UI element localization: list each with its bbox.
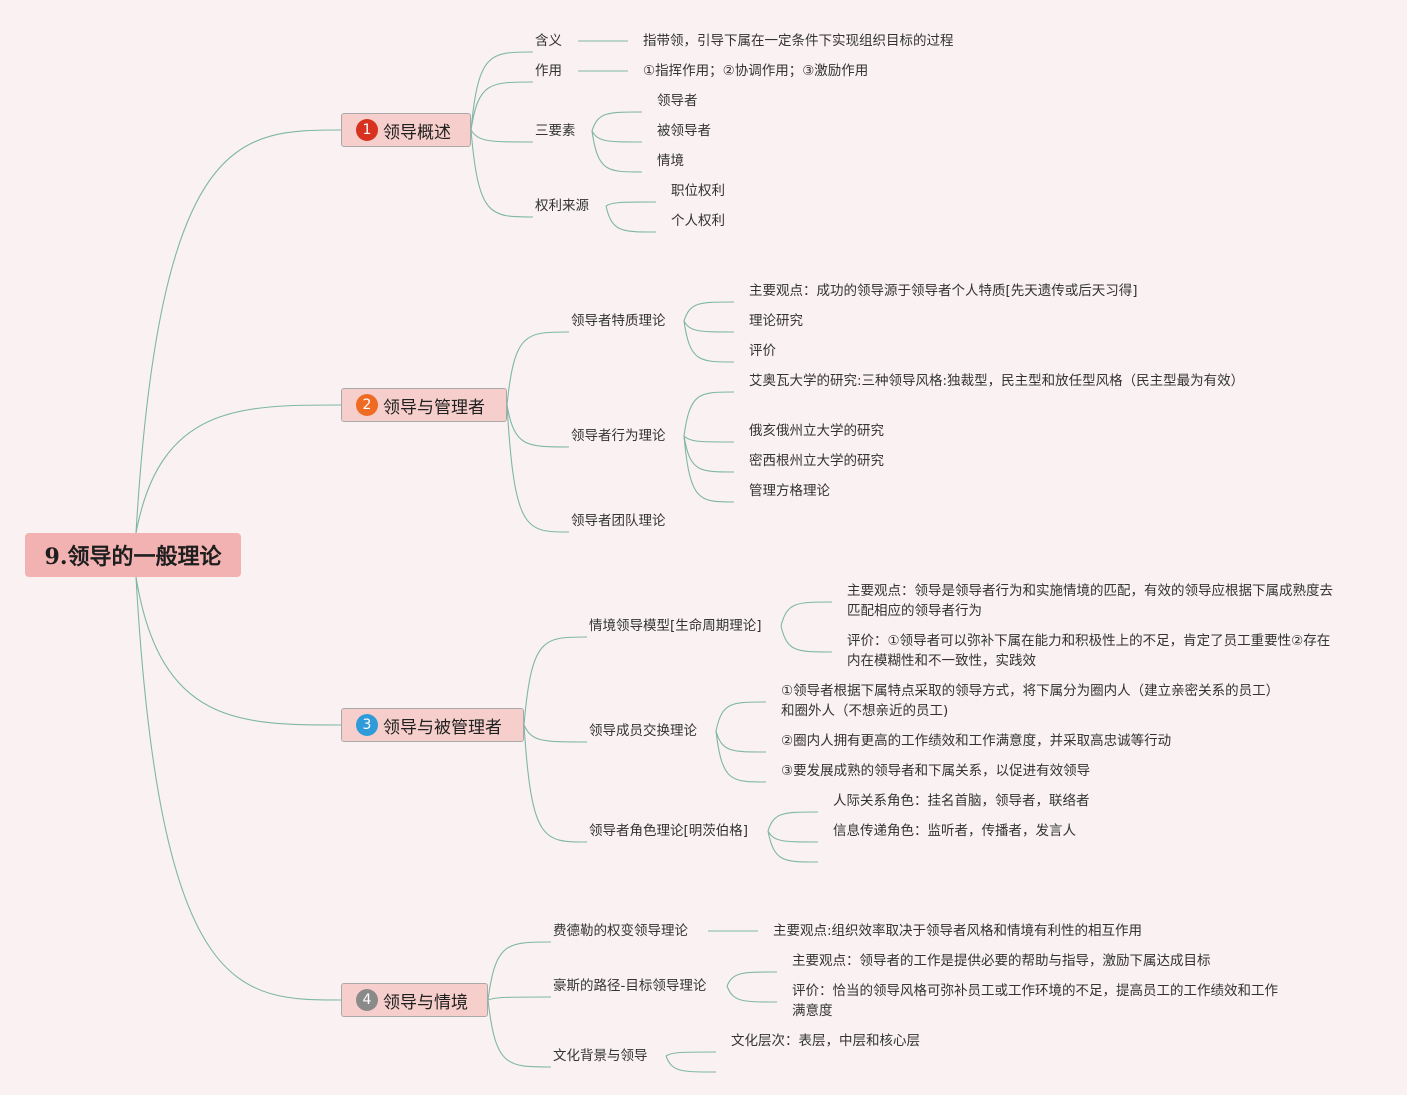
link-s4-1 [487, 996, 552, 1001]
branch-4-title: 领导与情境 [383, 992, 468, 1013]
link-root-branch-1 [135, 129, 342, 534]
link-s1-3 [470, 129, 534, 218]
trait-research[interactable]: 理论研究 [749, 313, 803, 329]
link-s1-2 [470, 129, 534, 143]
topic-team-theory[interactable]: 领导者团队理论 [571, 513, 666, 529]
number-badge-2: 2 [356, 394, 378, 416]
link-role-1 [767, 830, 819, 843]
link-behavior-1 [683, 435, 735, 443]
number-badge-1: 1 [356, 119, 378, 141]
link-s3-0 [523, 636, 588, 726]
link-root-branch-2 [135, 404, 342, 534]
element-follower[interactable]: 被领导者 [657, 123, 711, 139]
link-root-branch-4 [135, 576, 342, 1001]
house-main-view[interactable]: 主要观点：领导者的工作是提供必要的帮助与指导，激励下属达成目标 [792, 953, 1211, 969]
lmx-point-3[interactable]: ③要发展成熟的领导者和下属关系，以促进有效领导 [781, 763, 1091, 779]
link-s3-2 [523, 724, 588, 843]
element-situation[interactable]: 情境 [657, 153, 684, 169]
number-badge-4: 4 [356, 989, 378, 1011]
link-s1-1 [470, 81, 534, 131]
link-trait-1 [683, 320, 735, 333]
link-situational-1 [780, 625, 833, 653]
link-behavior-2 [683, 435, 735, 473]
link-culture-0 [665, 1051, 717, 1057]
behavior-michigan[interactable]: 密西根州立大学的研究 [749, 453, 884, 469]
element-leader[interactable]: 领导者 [657, 93, 698, 109]
topic-meaning-detail[interactable]: 指带领，引导下属在一定条件下实现组织目标的过程 [643, 33, 954, 49]
lmx-point-1[interactable]: ①领导者根据下属特点采取的领导方式，将下属分为圈内人（建立亲密关系的员工）和圈外… [781, 683, 1273, 719]
link-house-1 [726, 985, 778, 1003]
root-topic[interactable]: 9.领导的一般理论 [25, 533, 241, 577]
topic-trait-theory[interactable]: 领导者特质理论 [571, 313, 666, 329]
trait-main-view[interactable]: 主要观点：成功的领导源于领导者个人特质[先天遗传或后天习得] [749, 283, 1138, 299]
number-badge-3: 3 [356, 714, 378, 736]
situational-main-view[interactable]: 主要观点：领导是领导者行为和实施情境的匹配，有效的领导应根据下属成熟度去匹配相应… [847, 583, 1333, 619]
branch-3-title: 领导与被管理者 [383, 717, 502, 738]
root-title: 9.领导的一般理论 [44, 544, 222, 570]
trait-evaluation[interactable]: 评价 [749, 343, 776, 359]
link-elements-2 [591, 130, 643, 173]
power-personal[interactable]: 个人权利 [671, 213, 725, 229]
link-root-branch-3 [135, 576, 342, 726]
branch-4[interactable]: 4 领导与情境 [341, 983, 488, 1017]
branch-2-title: 领导与管理者 [383, 397, 485, 418]
link-s3-1 [523, 724, 588, 743]
topic-behavior-theory[interactable]: 领导者行为理论 [571, 428, 666, 444]
link-s4-2 [487, 999, 552, 1068]
situational-evaluation[interactable]: 评价：①领导者可以弥补下属在能力和积极性上的不足，肯定了员工重要性②存在内在模糊… [847, 633, 1331, 669]
link-trait-0 [683, 301, 735, 322]
topic-situational-model[interactable]: 情境领导模型[生命周期理论] [589, 618, 762, 634]
link-role-0 [767, 811, 819, 832]
topic-house-path-goal[interactable]: 豪斯的路径-目标领导理论 [553, 978, 707, 994]
link-power-0 [605, 201, 657, 207]
topic-power-source[interactable]: 权利来源 [535, 198, 589, 214]
link-lmx-2 [715, 730, 767, 783]
link-s1-0 [470, 51, 534, 131]
topic-function-detail[interactable]: ①指挥作用；②协调作用；③激励作用 [643, 63, 869, 79]
link-s2-1 [506, 404, 570, 448]
topic-three-elements[interactable]: 三要素 [535, 123, 576, 139]
branch-3[interactable]: 3 领导与被管理者 [341, 708, 524, 742]
link-culture-1 [665, 1055, 717, 1073]
behavior-iowa[interactable]: 艾奥瓦大学的研究:三种领导风格:独裁型，民主型和放任型风格（民主型最为有效） [749, 373, 1245, 389]
role-interpersonal[interactable]: 人际关系角色：挂名首脑，领导者，联络者 [833, 793, 1090, 809]
link-situational-0 [780, 601, 833, 627]
behavior-ohio[interactable]: 俄亥俄州立大学的研究 [749, 423, 884, 439]
topic-function[interactable]: 作用 [535, 63, 562, 79]
topic-fiedler[interactable]: 费德勒的权变领导理论 [553, 923, 688, 939]
link-lmx-1 [715, 730, 767, 753]
topic-culture[interactable]: 文化背景与领导 [553, 1048, 648, 1064]
culture-levels[interactable]: 文化层次：表层，中层和核心层 [731, 1033, 920, 1049]
link-power-1 [605, 205, 657, 233]
link-behavior-3 [683, 435, 735, 503]
link-lmx-0 [715, 701, 767, 732]
topic-meaning[interactable]: 含义 [535, 33, 562, 49]
link-trait-2 [683, 320, 735, 363]
link-elements-1 [591, 130, 643, 143]
link-s2-2 [506, 404, 570, 533]
fiedler-main-view[interactable]: 主要观点:组织效率取决于领导者风格和情境有利性的相互作用 [773, 923, 1143, 939]
lmx-point-2[interactable]: ②圈内人拥有更高的工作绩效和工作满意度，并采取高忠诚等行动 [781, 733, 1172, 749]
branch-1[interactable]: 1 领导概述 [341, 113, 471, 147]
power-position[interactable]: 职位权利 [671, 183, 725, 199]
house-evaluation[interactable]: 评价：恰当的领导风格可弥补员工或工作环境的不足，提高员工的工作绩效和工作满意度 [792, 983, 1278, 1019]
link-s2-0 [506, 331, 570, 406]
branch-1-title: 领导概述 [383, 122, 451, 143]
link-elements-0 [591, 111, 643, 132]
topic-role-theory[interactable]: 领导者角色理论[明茨伯格] [589, 823, 749, 839]
link-role-2 [767, 830, 819, 863]
branch-2[interactable]: 2 领导与管理者 [341, 388, 507, 422]
behavior-grid[interactable]: 管理方格理论 [749, 483, 830, 499]
link-house-0 [726, 971, 778, 987]
role-informational[interactable]: 信息传递角色：监听者，传播者，发言人 [833, 823, 1076, 839]
link-s4-0 [487, 941, 552, 1001]
topic-lmx-theory[interactable]: 领导成员交换理论 [589, 723, 697, 739]
link-behavior-0 [683, 391, 735, 437]
